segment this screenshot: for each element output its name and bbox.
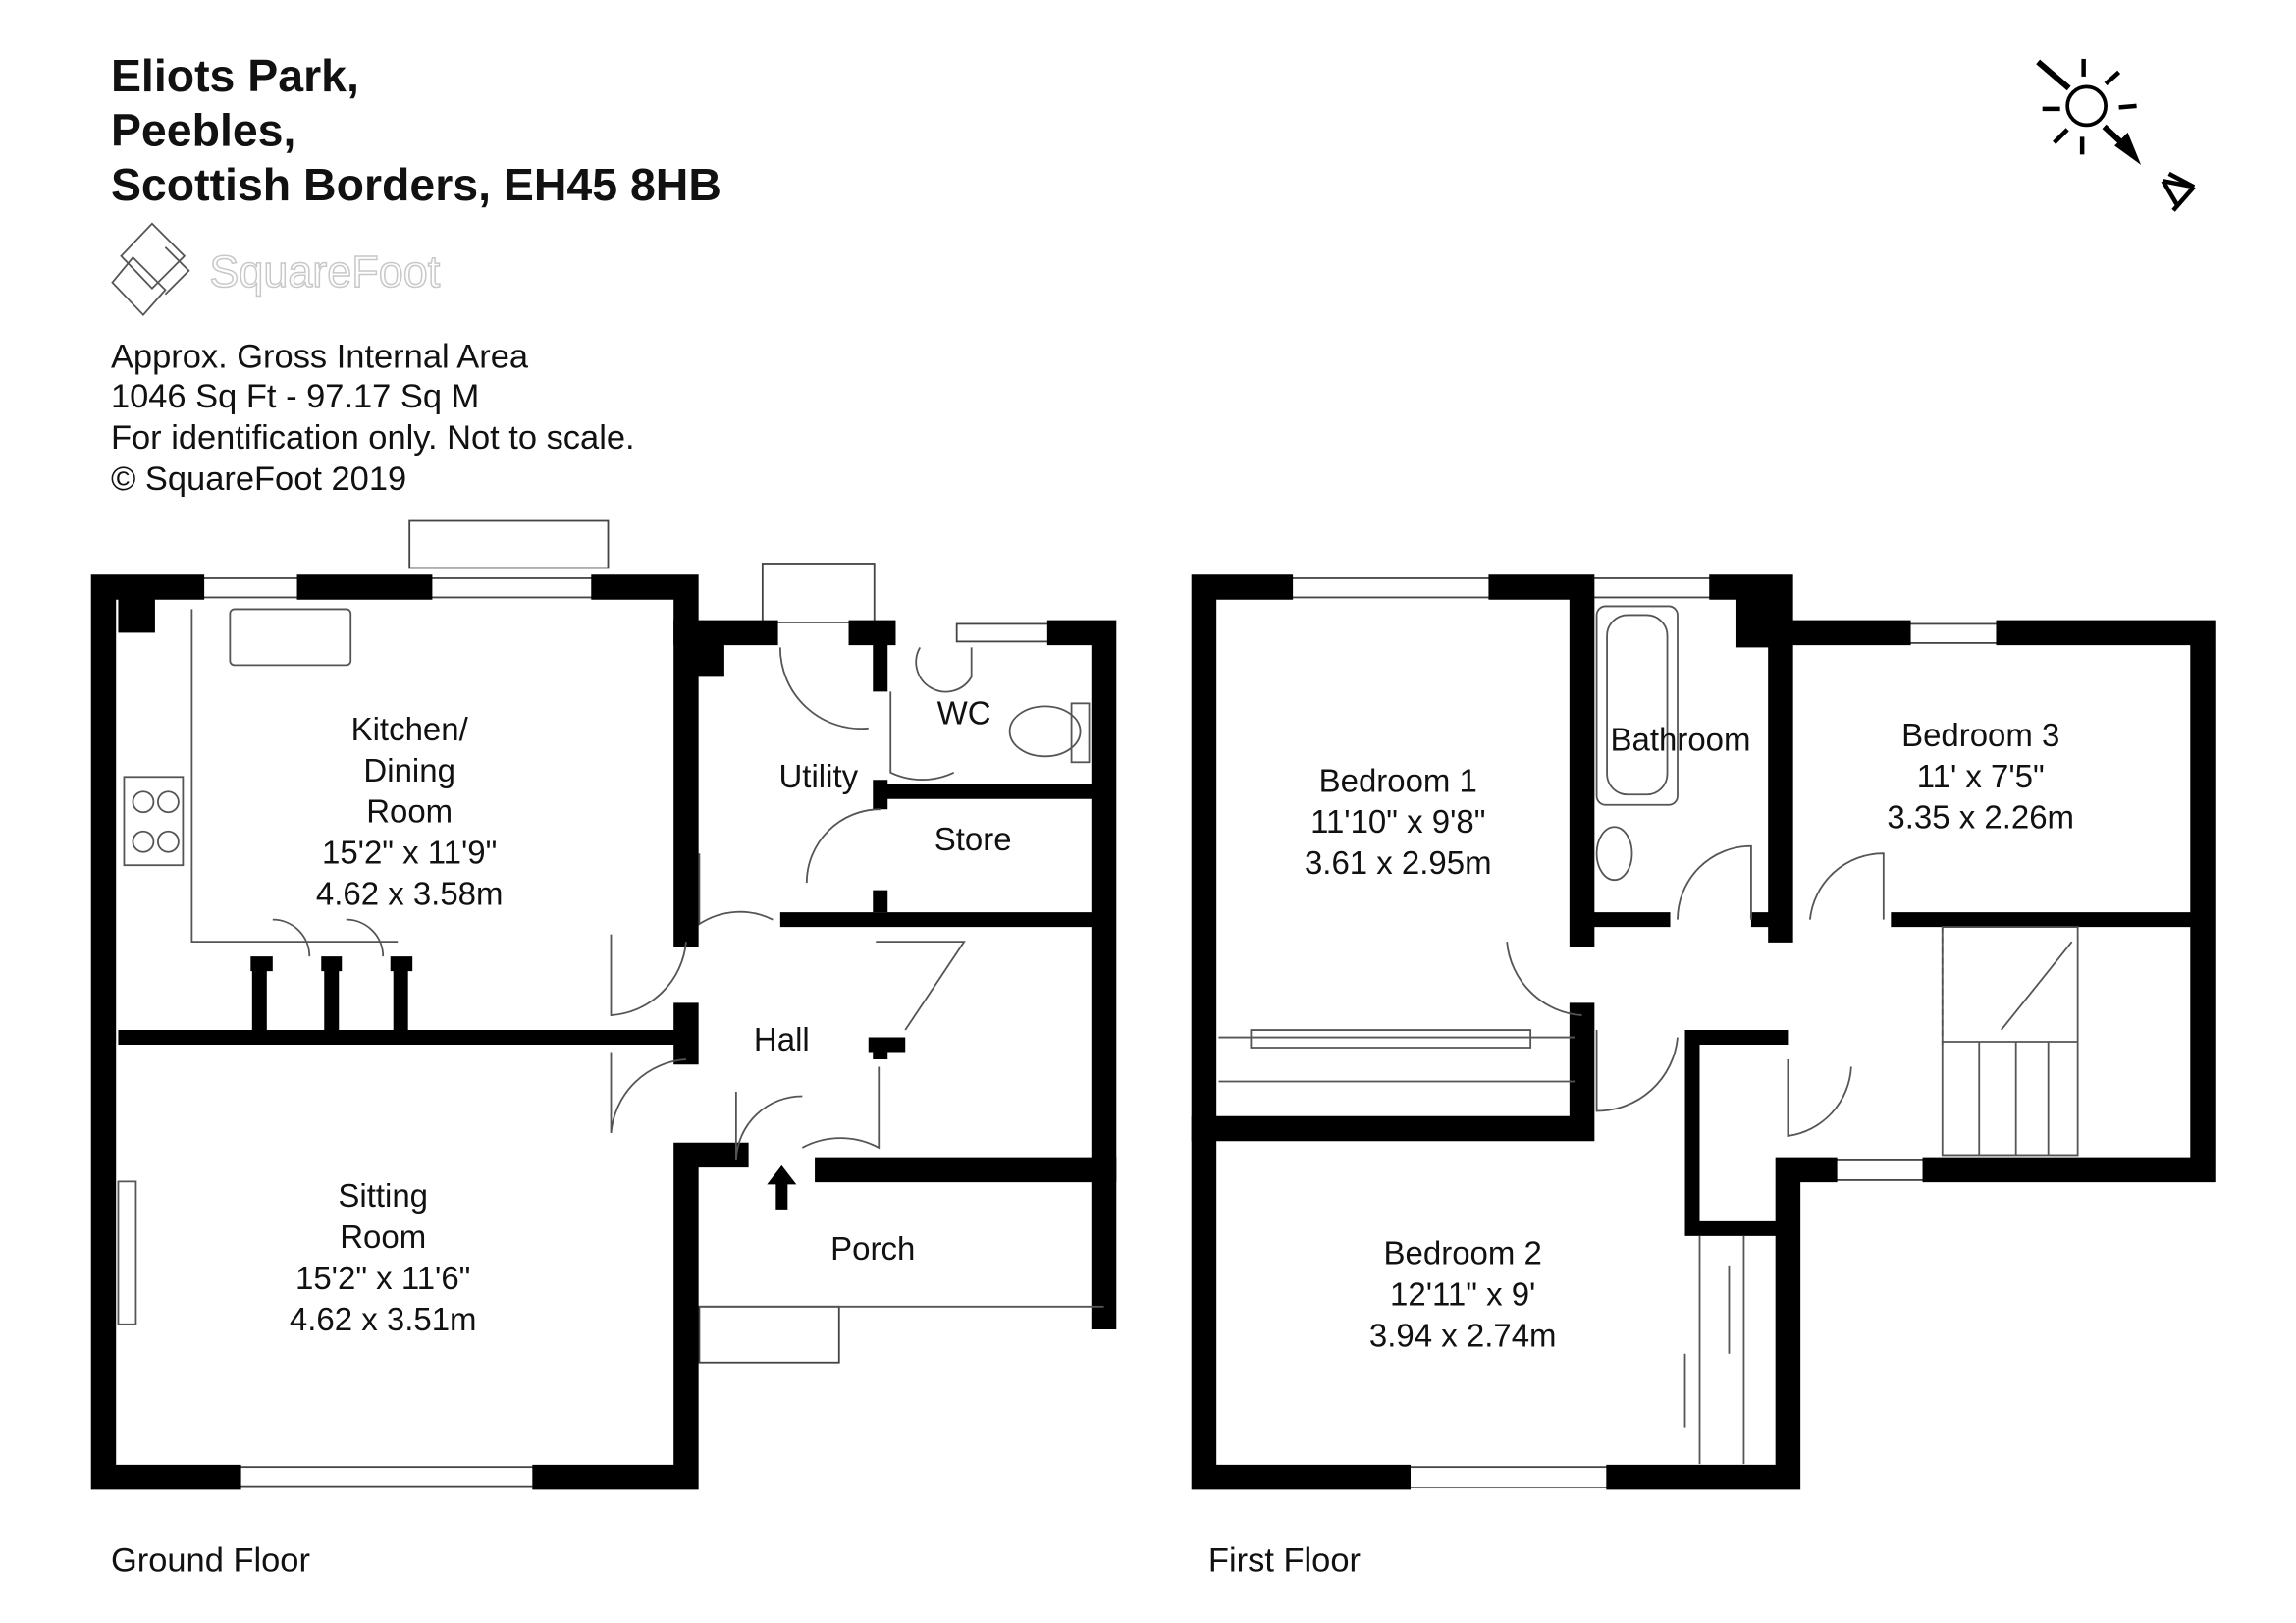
room-dimensions-imperial: 12'11" x 9' [1390,1275,1535,1312]
room-dimensions-imperial: 15'2" x 11'9" [322,835,497,871]
sun-compass-icon [2036,58,2196,212]
room-dimensions-metric: 3.35 x 2.26m [1887,799,2074,836]
utility-label: Utility [779,758,859,794]
area-info: Approx. Gross Internal Area 1046 Sq Ft -… [111,339,635,498]
wc-label: WC [937,694,991,730]
info-line: 1046 Sq Ft - 97.17 Sq M [111,378,479,415]
room-dimensions-imperial: 15'2" x 11'6" [295,1260,470,1296]
store-label: Store [934,821,1012,857]
info-line: Approx. Gross Internal Area [111,339,529,376]
room-dimensions-imperial: 11'10" x 9'8" [1310,803,1485,839]
bedroom-2-label: Bedroom 2 12'11" x 9' 3.94 x 2.74m [1369,1234,1557,1353]
room-dimensions-metric: 4.62 x 3.51m [290,1301,477,1337]
room-name: Bedroom 3 [1901,717,2059,753]
address-line: Eliots Park, [111,50,359,101]
bedroom-3-label: Bedroom 3 11' x 7'5" 3.35 x 2.26m [1887,717,2074,836]
logo-text: SquareFoot [209,246,440,297]
room-dimensions-metric: 4.62 x 3.58m [316,876,504,912]
address-line: Peebles, [111,104,295,155]
bedroom-1-label: Bedroom 1 11'10" x 9'8" 3.61 x 2.95m [1305,762,1492,881]
room-dimensions-metric: 3.94 x 2.74m [1369,1317,1557,1353]
first-floor-plan [1191,574,2216,1490]
porch-label: Porch [830,1230,915,1267]
ground-floor-plan [90,519,1117,1490]
entrance-arrow-icon [767,1164,797,1210]
room-name: Bedroom 1 [1319,762,1477,798]
room-name: Dining [363,752,454,788]
room-name: Room [340,1218,426,1255]
address-line: Scottish Borders, EH45 8HB [111,159,721,210]
kitchen-dining-room-label: Kitchen/ Dining Room 15'2" x 11'9" 4.62 … [316,711,504,912]
compass-north-label: N [1,0,2,1]
address: Eliots Park, Peebles, Scottish Borders, … [111,50,721,210]
north-label-glyph [2161,171,2196,212]
bathroom-label: Bathroom [1611,721,1751,757]
hall-label: Hall [754,1021,810,1057]
sitting-room-label: Sitting Room 15'2" x 11'6" 4.62 x 3.51m [290,1177,477,1337]
info-line: © SquareFoot 2019 [111,460,406,498]
room-name: Sitting [338,1177,428,1214]
room-dimensions-imperial: 11' x 7'5" [1917,758,2045,794]
ground-floor-label: Ground Floor [111,1542,310,1580]
room-name: Bedroom 2 [1384,1234,1542,1271]
room-dimensions-metric: 3.61 x 2.95m [1305,844,1492,881]
room-name: Kitchen/ [351,711,469,747]
room-name: Room [366,793,453,830]
first-floor-label: First Floor [1208,1542,1361,1580]
squarefoot-logo: SquareFoot [111,222,441,317]
info-line: For identification only. Not to scale. [111,419,635,457]
